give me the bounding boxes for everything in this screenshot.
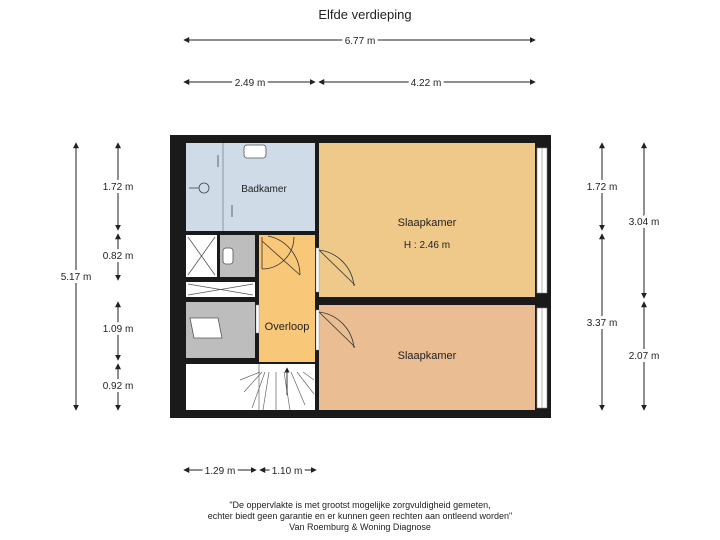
dim-right-far2: 2.07 m bbox=[629, 351, 660, 362]
room-slaapkamer-1 bbox=[319, 143, 535, 297]
room-label-badkamer: Badkamer bbox=[241, 184, 287, 195]
dim-left-seg4: 0.92 m bbox=[103, 381, 134, 392]
door-overloop bbox=[261, 240, 301, 276]
top-dimensions: 6.77 m 2.49 m 4.22 m bbox=[183, 33, 536, 92]
dim-bottom-right: 1.10 m bbox=[272, 466, 303, 477]
dim-bottom-left: 1.29 m bbox=[205, 466, 236, 477]
dim-left-total: 5.17 m bbox=[61, 272, 92, 283]
dim-right-seg2: 3.37 m bbox=[587, 318, 618, 329]
dim-right-seg1: 1.72 m bbox=[587, 182, 618, 193]
room-label-slaapkamer-2: Slaapkamer bbox=[398, 350, 457, 362]
dim-top-total: 6.77 m bbox=[345, 36, 376, 47]
dim-right-far1: 3.04 m bbox=[629, 217, 660, 228]
room-slaapkamer-2 bbox=[319, 305, 535, 410]
plan-title: Elfde verdieping bbox=[318, 7, 411, 22]
disclaimer-line-2: echter biedt geen garantie en er kunnen … bbox=[207, 511, 513, 521]
door-slaapkamer-1 bbox=[318, 249, 356, 286]
dim-left-seg1: 1.72 m bbox=[103, 182, 134, 193]
doors bbox=[261, 235, 356, 349]
disclaimer-line-1: "De oppervlakte is met grootst mogelijke… bbox=[229, 500, 491, 510]
room-label-slaapkamer-1: Slaapkamer bbox=[398, 217, 457, 229]
stair-treads bbox=[239, 364, 315, 411]
dim-top-left: 2.49 m bbox=[235, 78, 266, 89]
disclaimer: "De oppervlakte is met grootst mogelijke… bbox=[0, 500, 720, 533]
dim-left-seg2: 0.82 m bbox=[103, 251, 134, 262]
toilet-icon bbox=[222, 247, 234, 265]
dim-top-right: 4.22 m bbox=[411, 78, 442, 89]
disclaimer-line-3: Van Roemburg & Woning Diagnose bbox=[289, 522, 431, 532]
sink-icon bbox=[243, 144, 267, 159]
washer-icon bbox=[189, 317, 223, 339]
dim-left-seg3: 1.09 m bbox=[103, 324, 134, 335]
room-label-overloop: Overloop bbox=[265, 321, 310, 333]
room-height-slaapkamer-1: H : 2.46 m bbox=[404, 240, 450, 251]
left-dimensions: 5.17 m 1.72 m 0.82 m 1.09 m 0.92 m bbox=[58, 142, 136, 411]
building: Badkamer Slaapkamer H : 2.46 m Slaapkame… bbox=[170, 135, 551, 418]
room-overloop bbox=[259, 235, 315, 362]
bottom-dimensions: 1.29 m 1.10 m bbox=[183, 463, 317, 480]
door-slaapkamer-2 bbox=[318, 311, 356, 348]
right-dimensions: 1.72 m 3.37 m 3.04 m 2.07 m bbox=[584, 142, 662, 411]
stairs bbox=[186, 364, 315, 410]
